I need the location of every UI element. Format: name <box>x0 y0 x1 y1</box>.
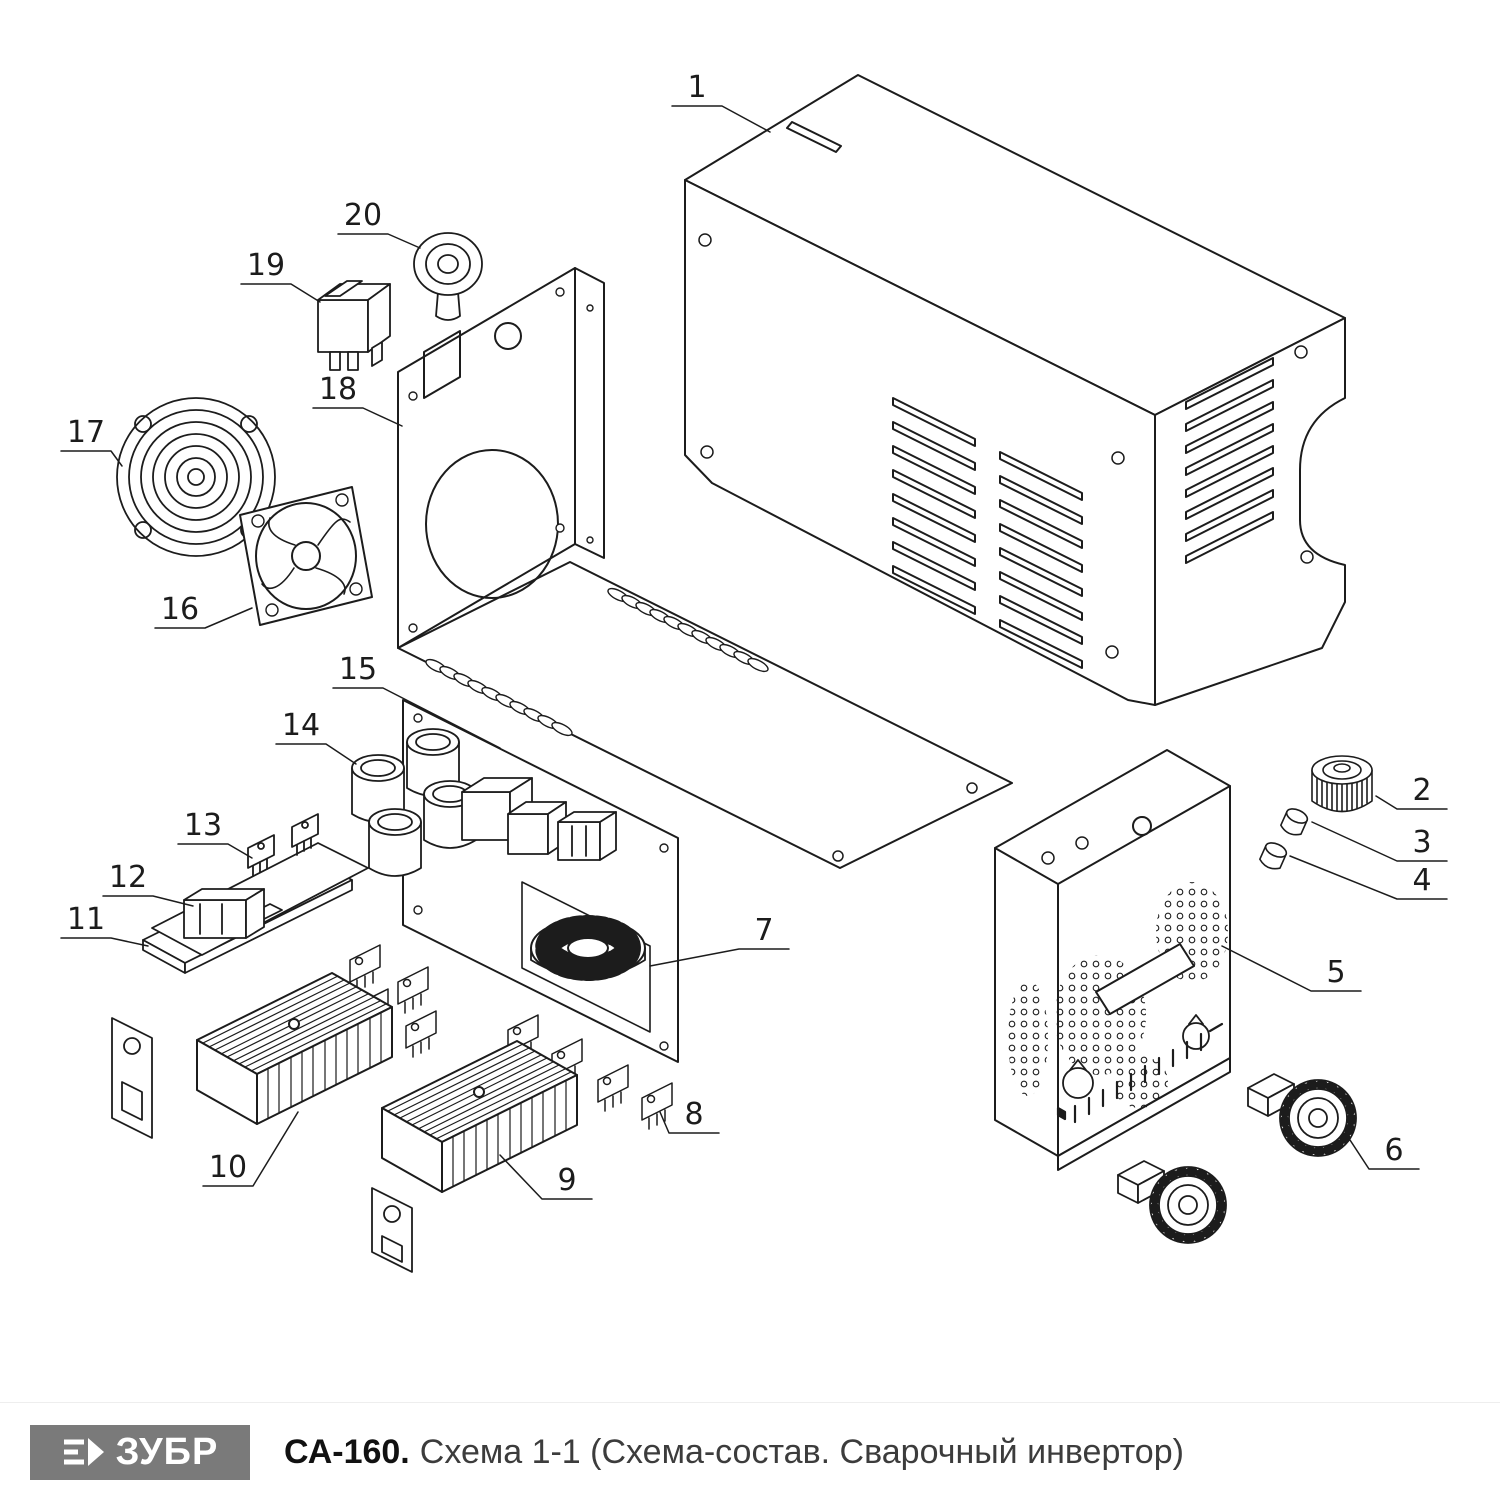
callout-15-label: 15 <box>339 652 377 687</box>
callout-7-label: 7 <box>754 913 773 948</box>
callout-6-leader <box>1349 1139 1420 1170</box>
part-10-heatsink <box>196 972 393 1125</box>
part-19-switch <box>317 280 391 371</box>
callout-18-label: 18 <box>319 372 357 407</box>
callout-2-label: 2 <box>1412 773 1431 808</box>
part-3-cap <box>1280 808 1309 836</box>
callout-8-leader <box>659 1111 720 1134</box>
part-12-relay-transformer <box>183 888 265 939</box>
brand-emblem-icon <box>63 1438 104 1466</box>
callout-12-label: 12 <box>109 860 147 895</box>
callout-5-leader <box>1221 945 1362 992</box>
callout-6-label: 6 <box>1384 1133 1403 1168</box>
callout-11-label: 11 <box>67 902 105 937</box>
fan-blades <box>261 517 351 595</box>
callout-7-leader <box>649 948 790 967</box>
part-16-fan <box>239 486 373 626</box>
part-4-cap <box>1259 842 1288 870</box>
scheme-title: Схема 1-1 (Схема-состав. Сварочный инвер… <box>419 1432 1184 1471</box>
part-18-inner-panel <box>397 267 605 649</box>
callout-14-label: 14 <box>282 708 320 743</box>
panel-bottom-slats <box>1056 1022 1224 1124</box>
part-2-knob <box>1311 755 1373 813</box>
cover-screw-holes <box>698 233 1314 659</box>
callout-1-label: 1 <box>687 70 706 105</box>
scheme-caption: СА-160.Схема 1-1 (Схема-состав. Сварочны… <box>284 1433 1184 1472</box>
callout-12-leader <box>102 895 194 907</box>
callout-labels: 1 2 3 4 5 6 7 8 9 10 11 12 13 14 15 16 1… <box>67 70 1432 1198</box>
callout-leaders <box>60 105 1448 1200</box>
part-5-front-panel <box>994 749 1231 1171</box>
callout-3-label: 3 <box>1412 825 1431 860</box>
display-window <box>1095 943 1195 1015</box>
chassis-base-tray <box>397 561 1013 869</box>
callout-10-leader <box>202 1111 299 1187</box>
part-1-cover <box>684 74 1346 706</box>
callout-19-leader <box>240 283 321 303</box>
callout-20-leader <box>337 233 421 249</box>
callout-17-label: 17 <box>67 415 105 450</box>
callout-4-label: 4 <box>1412 863 1431 898</box>
callout-4-leader <box>1289 855 1448 900</box>
callout-8-label: 8 <box>684 1097 703 1132</box>
callout-13-label: 13 <box>184 808 222 843</box>
callout-3-leader <box>1311 821 1448 862</box>
callout-19-label: 19 <box>247 248 285 283</box>
part-15-main-pcb <box>349 699 679 1130</box>
callout-1-leader <box>671 105 771 133</box>
brand-logo-box: ЗУБР <box>30 1424 250 1480</box>
callout-17-leader <box>60 450 123 467</box>
part-7-toroid-inductor <box>530 915 646 981</box>
brand-name: ЗУБР <box>115 1430 219 1473</box>
callout-11-leader <box>60 937 149 947</box>
callout-20-label: 20 <box>344 198 382 233</box>
callout-10-label: 10 <box>209 1150 247 1185</box>
bus-bracket-left <box>111 1017 153 1139</box>
socket-keyholes <box>1062 1014 1210 1099</box>
part-9-heatsink <box>381 1040 578 1193</box>
part-17-fan-guard <box>116 397 276 557</box>
relay-block <box>557 811 617 861</box>
callout-9-label: 9 <box>557 1163 576 1198</box>
bus-bracket-right <box>371 1187 413 1273</box>
callout-16-leader <box>154 607 253 629</box>
footer: ЗУБР СА-160.Схема 1-1 (Схема-состав. Сва… <box>0 1402 1500 1500</box>
callout-15-leader <box>332 687 501 749</box>
callout-14-leader <box>275 743 357 765</box>
callout-16-label: 16 <box>161 592 199 627</box>
model-code: СА-160. <box>284 1432 410 1471</box>
callout-9-leader <box>499 1154 593 1200</box>
callout-2-leader <box>1375 795 1448 810</box>
callout-18-leader <box>312 407 403 427</box>
part-20-gland <box>413 232 483 321</box>
callout-5-label: 5 <box>1326 955 1345 990</box>
callout-13-leader <box>177 843 253 859</box>
